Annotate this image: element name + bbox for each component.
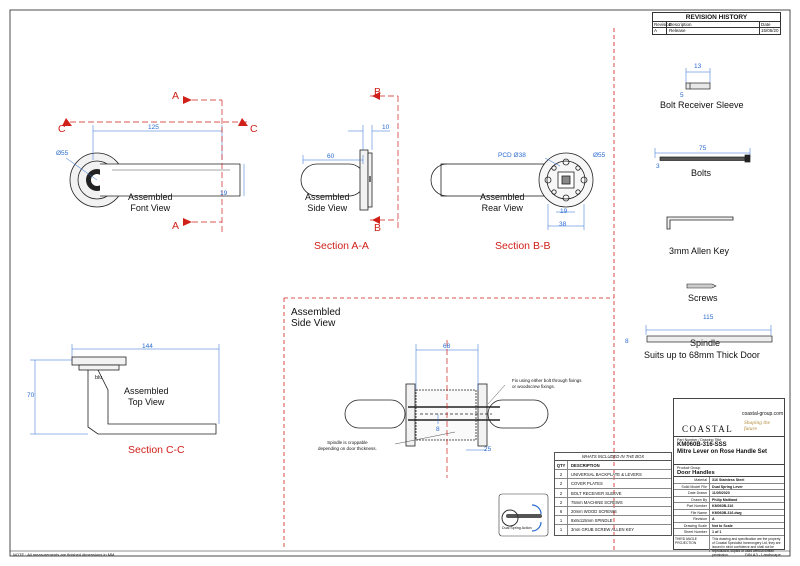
section-side-drawing [344, 383, 549, 447]
drawing-title: Mitre Lever on Rose Handle Set [677, 449, 768, 455]
dim-125: 125 [148, 124, 159, 131]
bolts-label: Bolts [691, 168, 712, 178]
side-view-drawing [300, 149, 373, 211]
dim-8-spindle: 8 [625, 338, 629, 345]
rev-header-description: Description [667, 22, 760, 27]
marker-c-left: C [58, 123, 66, 135]
title-block: COASTAL coastal-group.com Shaping the fu… [673, 398, 785, 557]
footer-note: NOTE : All measurements are finished dim… [13, 552, 116, 557]
section-dividers [283, 28, 615, 550]
front-view-label: Assembled Font View [128, 192, 173, 213]
box-caption: WHATS INCLUDED IN THE BOX [555, 453, 671, 461]
disclaimer: This drawing and specification are the p… [712, 536, 781, 557]
dual-spring-badge [498, 493, 549, 537]
top-view-label: Assembled Top View [124, 386, 169, 407]
dim-d55-rear: Ø55 [593, 152, 606, 159]
bolt-receiver-label: Bolt Receiver Sleeve [660, 100, 744, 110]
dim-115: 115 [703, 314, 714, 321]
dim-8-section: 8 [436, 426, 440, 433]
marker-b-bottom: B [374, 222, 382, 234]
section-bb-title: Section B-B [495, 240, 551, 252]
allen-key-label: 3mm Allen Key [669, 246, 730, 256]
marker-a-top: A [172, 90, 180, 102]
dim-5: 5 [680, 92, 684, 99]
dim-3: 3 [656, 163, 660, 170]
sheet-border [9, 9, 791, 557]
section-side-view-label: Assembled Side View [291, 307, 341, 329]
sheet-size: DIN A3 - Landscape [745, 552, 781, 557]
marker-b-top: B [374, 86, 382, 98]
top-view-drawing [71, 356, 217, 435]
dim-19-rear: 19 [560, 208, 568, 215]
spindle-drawing [646, 335, 773, 343]
brand-name: COASTAL [682, 424, 734, 434]
dim-13: 13 [694, 63, 702, 70]
dim-d55-front: Ø55 [56, 150, 69, 157]
rear-view-drawing [430, 152, 594, 208]
spindle-note: Spindle is croppable depending on door t… [318, 440, 377, 451]
screws-label: Screws [688, 293, 718, 303]
dim-70: 70 [27, 392, 35, 399]
bolt-drawing [659, 154, 751, 163]
marker-c-right: C [250, 123, 258, 135]
box-contents-table: WHATS INCLUDED IN THE BOX QTY DESCRIPTIO… [554, 452, 672, 536]
section-aa-title: Section A-A [314, 240, 369, 252]
revision-history-table: REVISION HISTORY Revision Description Da… [652, 12, 781, 35]
dim-68: 68 [443, 343, 451, 350]
dim-19-front: 19 [220, 190, 228, 197]
blu-note: blu [95, 375, 103, 381]
allen-key-drawing [666, 216, 734, 230]
tagline: Shaping the future [744, 420, 771, 432]
dim-75: 75 [699, 145, 707, 152]
section-cc-title: Section C-C [128, 444, 185, 456]
table-row: A Release 15/05/20 [654, 28, 779, 34]
dim-25: 25 [484, 446, 492, 453]
dim-10: 10 [382, 124, 390, 131]
dual-spring-label: Dual Spring Action [502, 526, 532, 530]
marker-a-bottom: A [172, 220, 180, 232]
dim-38: 38 [559, 221, 567, 228]
projection-label: THIRD ANGLE PROJECTION [674, 535, 710, 552]
rear-view-label: Assembled Rear View [480, 192, 525, 213]
product-group: Door Handles [677, 470, 715, 476]
fixing-note: Fix using either bolt through fixings or… [512, 378, 582, 389]
website: coastal-group.com [742, 411, 784, 417]
spindle-label: Spindle [690, 338, 721, 348]
rev-header-revision: Revision [654, 22, 672, 27]
spindle-sub-label: Suits up to 68mm Thick Door [644, 350, 760, 360]
dim-60: 60 [327, 153, 335, 160]
side-view-label: Assembled Side View [305, 192, 350, 213]
bolt-receiver-drawing [685, 82, 711, 90]
rev-header-date: Date [761, 22, 771, 27]
screw-drawing [686, 283, 717, 289]
dim-144: 144 [142, 343, 153, 350]
part-number: KM060B-316-SSS [677, 442, 727, 448]
revision-title: REVISION HISTORY [653, 13, 780, 22]
dim-pcd38: PCD Ø38 [498, 152, 526, 159]
